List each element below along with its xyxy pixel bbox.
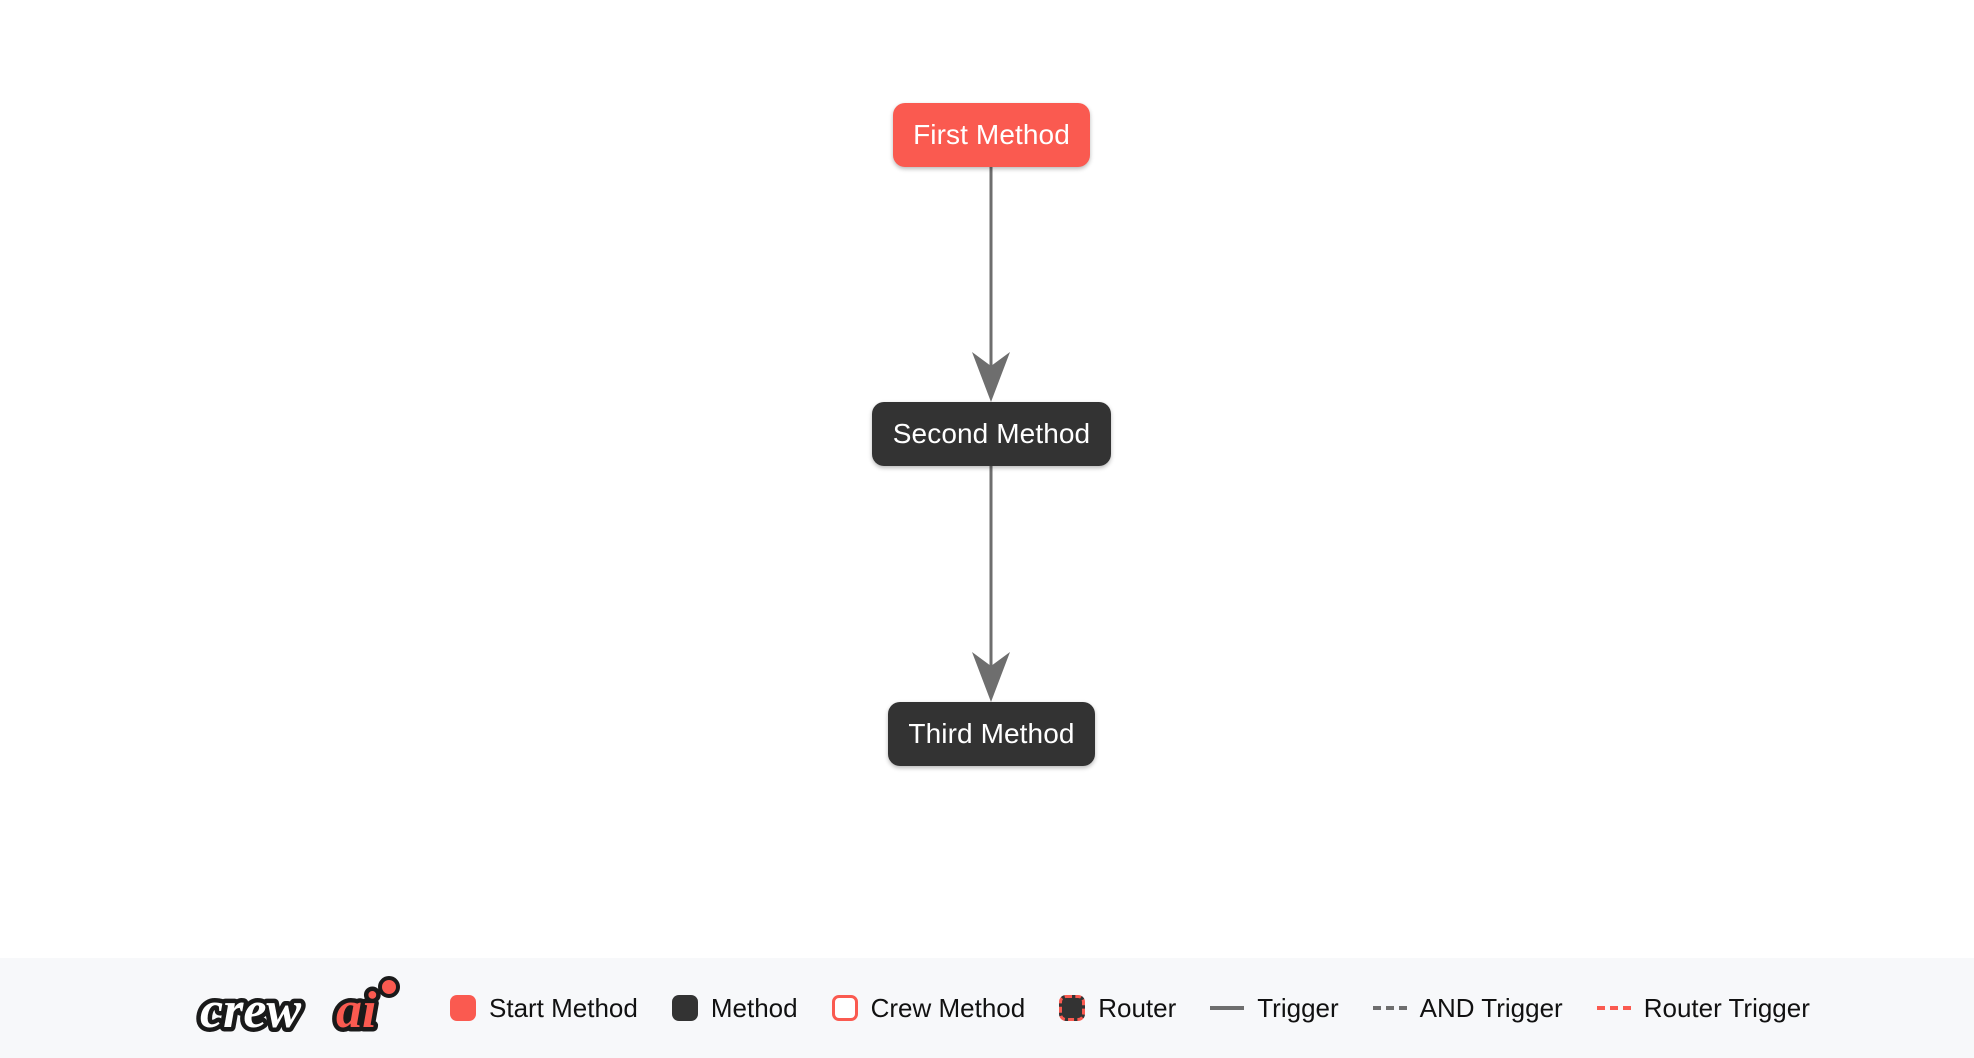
flow-node-first-method[interactable]: First Method <box>893 103 1090 167</box>
legend-label: Method <box>710 993 798 1023</box>
edge-first-to-second <box>972 167 1010 402</box>
flow-canvas[interactable]: First Method Second Method Third Method <box>0 0 1974 958</box>
legend-label: Start Method <box>489 993 638 1023</box>
legend-bar: crew crew ai ai Start Method Method Crew… <box>0 958 1974 1058</box>
router-trigger-line-icon <box>1596 1006 1631 1010</box>
legend-item-trigger: Trigger <box>1210 993 1339 1023</box>
legend-label: Trigger <box>1257 993 1339 1023</box>
svg-text:ai: ai <box>336 982 377 1039</box>
legend-item-router-trigger: Router Trigger <box>1596 993 1810 1023</box>
legend-label: Router <box>1098 993 1177 1023</box>
edge-second-to-third <box>972 466 1010 702</box>
flow-node-label: Third Method <box>908 718 1075 749</box>
and-trigger-line-icon <box>1372 1006 1407 1010</box>
router-swatch-icon <box>1059 995 1086 1021</box>
legend-label: Router Trigger <box>1643 993 1810 1023</box>
svg-text:crew: crew <box>200 982 301 1039</box>
legend-item-and-trigger: AND Trigger <box>1372 993 1563 1023</box>
legend-item-start-method: Start Method <box>450 995 638 1021</box>
trigger-line-icon <box>1210 1006 1245 1010</box>
legend-item-method: Method <box>671 993 798 1023</box>
crew-method-swatch-icon <box>831 995 858 1021</box>
crewai-logo: crew crew ai ai <box>196 976 400 1044</box>
flow-node-third-method[interactable]: Third Method <box>888 702 1095 766</box>
legend-item-router: Router <box>1059 995 1176 1021</box>
legend-label: AND Trigger <box>1419 993 1563 1023</box>
svg-text:crew: crew <box>200 982 301 1039</box>
legend-label: Crew Method <box>870 993 1026 1023</box>
svg-text:ai: ai <box>336 982 377 1039</box>
legend-item-crew-method: Crew Method <box>831 993 1026 1023</box>
flow-node-second-method[interactable]: Second Method <box>872 402 1111 466</box>
start-method-swatch-icon <box>450 995 476 1021</box>
flow-node-label: Second Method <box>892 418 1091 449</box>
method-swatch-icon <box>671 995 698 1021</box>
flow-node-label: First Method <box>913 119 1070 150</box>
